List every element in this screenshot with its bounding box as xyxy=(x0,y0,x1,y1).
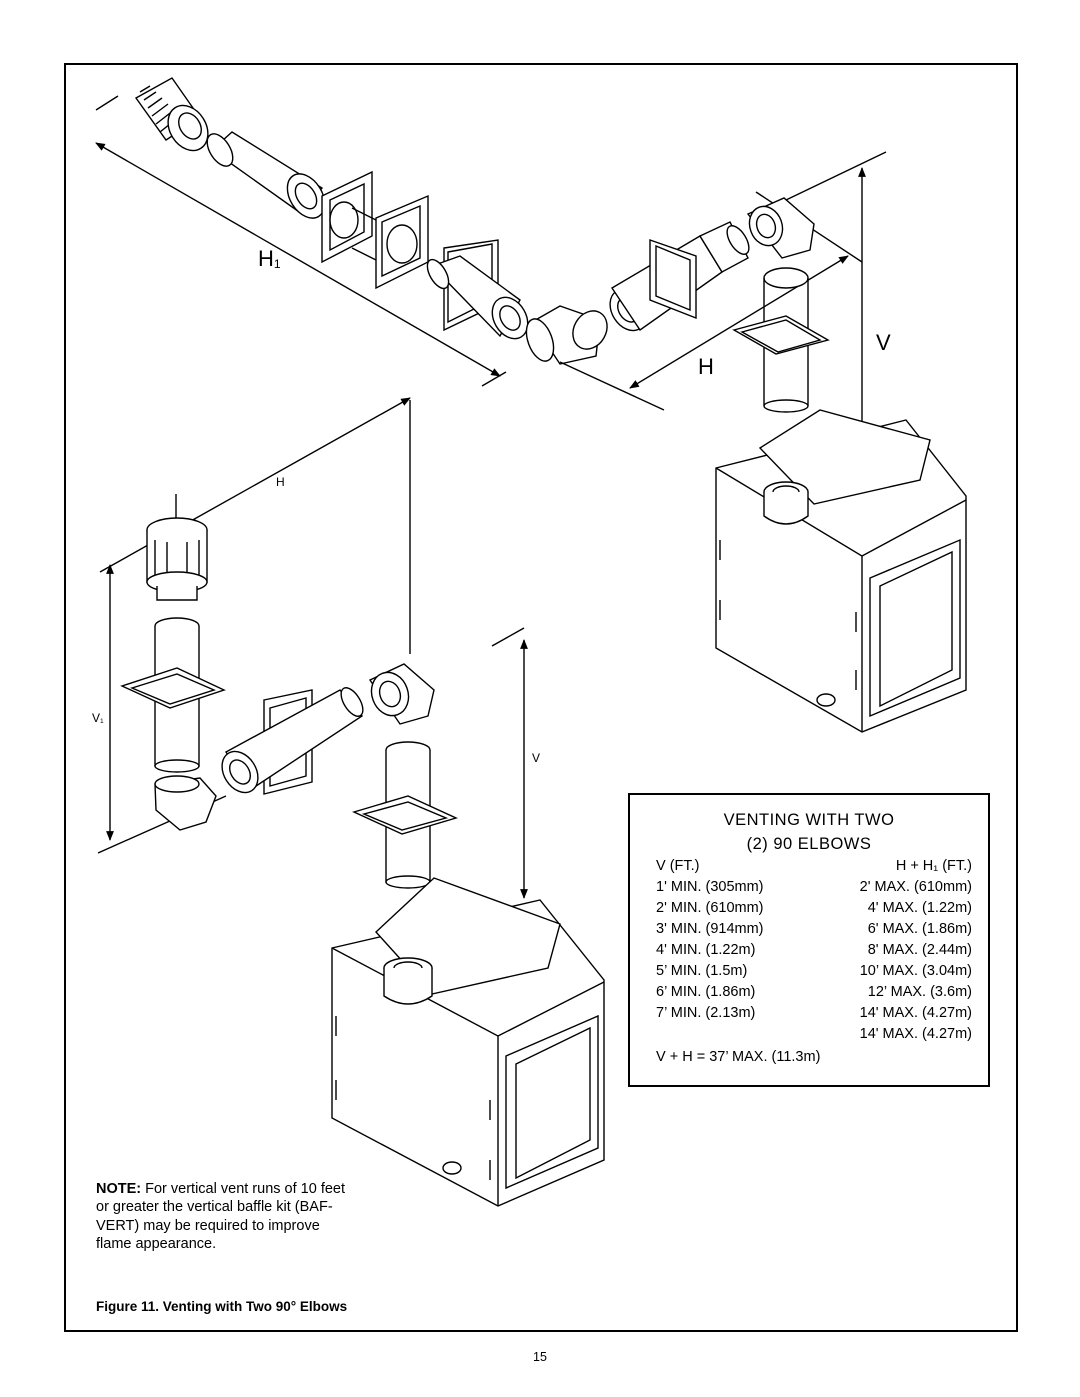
table-row: 14' MAX. (4.27m) xyxy=(859,1026,972,1042)
horizontal-pipe-3 xyxy=(609,221,750,332)
header-h: H + H₁ (FT.) xyxy=(895,858,972,874)
table-footer: V + H = 37’ MAX. (11.3m) xyxy=(656,1049,821,1065)
dimension-label-h-lower: H xyxy=(276,475,285,489)
figure-caption: Figure 11. Venting with Two 90° Elbows xyxy=(96,1299,348,1314)
lower-horizontal-pipe xyxy=(221,687,364,795)
table-row: 1' MIN. (305mm) 2' MAX. (610mm) xyxy=(656,879,972,895)
table-row: 3' MIN. (914mm) 6' MAX. (1.86m) xyxy=(656,921,972,937)
lower-right-vertical-pipe xyxy=(352,741,458,889)
figure-frame xyxy=(64,63,1018,1332)
table-header: V (FT.) H + H₁ (FT.) xyxy=(656,858,972,878)
table-row: 6’ MIN. (1.86m) 12’ MAX. (3.6m) xyxy=(656,984,972,1000)
top-fireplace-unit xyxy=(715,409,967,733)
table-row: 4' MIN. (1.22m) 8' MAX. (2.44m) xyxy=(656,942,972,958)
lower-left-vertical-pipe xyxy=(120,617,226,773)
venting-table: VENTING WITH TWO (2) 90 ELBOWS V (FT.) H… xyxy=(628,793,990,1087)
top-horizontal-vent-system xyxy=(95,77,887,457)
horizontal-termination-cap xyxy=(134,77,209,152)
vertical-termination-cap xyxy=(146,517,208,601)
ninety-degree-elbow xyxy=(525,305,608,365)
lower-right-elbow xyxy=(368,663,435,725)
header-v: V (FT.) xyxy=(656,858,700,874)
dimension-label-v-lower: V xyxy=(532,751,541,765)
upper-elbow xyxy=(746,197,815,259)
dimension-label-h1-top: H1 xyxy=(258,246,281,271)
table-row: 7’ MIN. (2.13m) 14' MAX. (4.27m) xyxy=(656,1005,972,1021)
dimension-label-h-top: H xyxy=(698,354,714,379)
horizontal-pipe-2 xyxy=(426,239,529,340)
page-number: 15 xyxy=(533,1350,547,1364)
note-text: NOTE: For vertical vent runs of 10 feet … xyxy=(96,1180,356,1254)
lower-left-elbow xyxy=(154,775,217,831)
wall-thimble xyxy=(321,170,429,290)
dimension-label-v-top: V xyxy=(876,330,891,355)
table-title-line2: (2) 90 ELBOWS xyxy=(746,835,872,853)
table-row: 5’ MIN. (1.5m) 10’ MAX. (3.04m) xyxy=(656,963,972,979)
horizontal-pipe-1 xyxy=(206,131,326,219)
note-label: NOTE: xyxy=(96,1181,142,1197)
table-title-line1: VENTING WITH TWO xyxy=(723,811,895,829)
table-row: 2' MIN. (610mm) 4' MAX. (1.22m) xyxy=(656,900,972,916)
lower-vent-system xyxy=(97,397,528,899)
upper-vertical-pipe xyxy=(732,267,830,413)
lower-fireplace-unit xyxy=(331,877,605,1207)
dimension-label-v1-lower: V1 xyxy=(92,711,104,725)
note-body: For vertical vent runs of 10 feet or gre… xyxy=(96,1181,346,1253)
